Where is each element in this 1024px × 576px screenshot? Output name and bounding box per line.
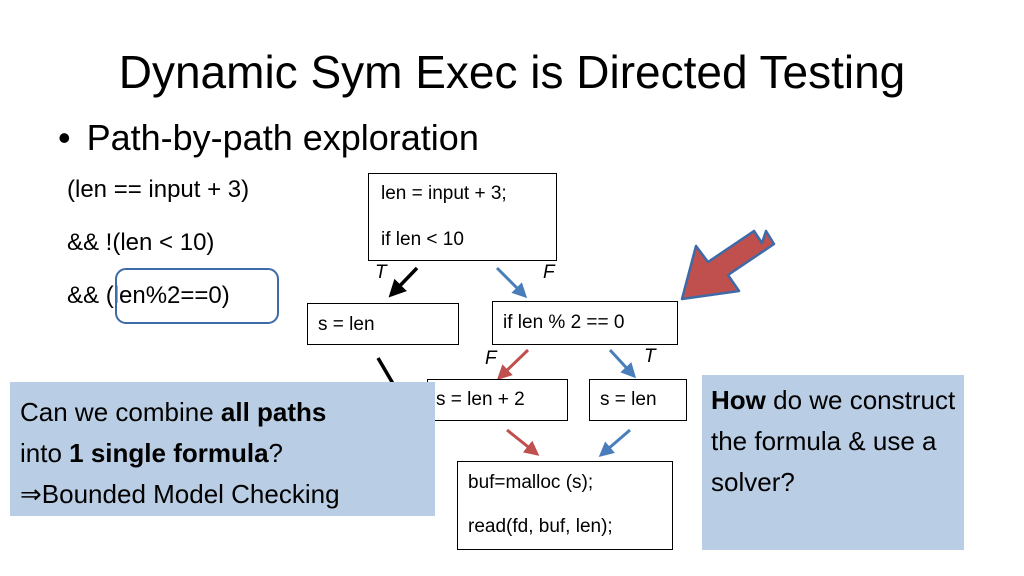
edge-label-false-1: F (543, 262, 555, 283)
big-pointer-arrow (680, 229, 776, 301)
path-condition-line-1: (len == input + 3) (67, 176, 250, 203)
flow-box-s-len-right: s = len (589, 379, 687, 421)
arrow-s-len-2-to-malloc (598, 428, 631, 457)
arrow-false-to-mod-check (495, 266, 528, 299)
edge-label-true-1: T (375, 262, 387, 283)
bullet-glyph: • (58, 117, 71, 158)
implies-glyph: ⇒ (20, 479, 42, 509)
box-malloc-line-2: read(fd, buf, len); (468, 516, 613, 537)
bullet-text: Path-by-path exploration (86, 117, 479, 158)
bullet-point: • Path-by-path exploration (58, 113, 479, 163)
path-condition-line-2: && !(len < 10) (67, 229, 215, 256)
box-malloc-line-1: buf=malloc (s); (468, 472, 594, 493)
flow-box-malloc-read: buf=malloc (s); read(fd, buf, len); (457, 461, 673, 550)
box-entry-line-2: if len < 10 (381, 229, 464, 250)
arrow-true-to-s-len-2 (608, 348, 637, 379)
arrow-false-to-s-len-plus-2 (496, 348, 530, 381)
path-condition-line-3: && (len%2==0) (67, 281, 230, 311)
arrow-s-len-plus-2-to-malloc (506, 428, 540, 456)
flow-box-s-len-left: s = len (307, 303, 459, 345)
callout-left-line-1: Can we combine all paths (20, 397, 327, 427)
path-condition-highlighted: (len%2==0) (105, 282, 230, 309)
path-condition-prefix: && (67, 282, 106, 309)
slide-title: Dynamic Sym Exec is Directed Testing (118, 46, 906, 98)
box-entry-line-1: len = input + 3; (381, 183, 507, 204)
callout-right-text: do we construct the formula & use a solv… (711, 385, 956, 497)
edge-label-true-2: T (644, 346, 656, 367)
callout-right-bold: How (711, 385, 766, 415)
callout-combine-paths: Can we combine all paths into 1 single f… (10, 382, 435, 516)
callout-left-line-3: ⇒Bounded Model Checking (20, 479, 340, 509)
edge-label-false-2: F (485, 348, 497, 369)
flow-box-mod-check: if len % 2 == 0 (492, 301, 678, 345)
callout-construct-formula: How do we construct the formula & use a … (702, 375, 964, 550)
arrow-true-to-s-len (388, 266, 419, 298)
callout-left-line-2: into 1 single formula? (20, 438, 284, 468)
condition-highlight-outline (115, 268, 279, 324)
flow-box-entry: len = input + 3; if len < 10 (368, 173, 557, 261)
flow-box-s-len-plus-2: s = len + 2 (427, 379, 568, 421)
